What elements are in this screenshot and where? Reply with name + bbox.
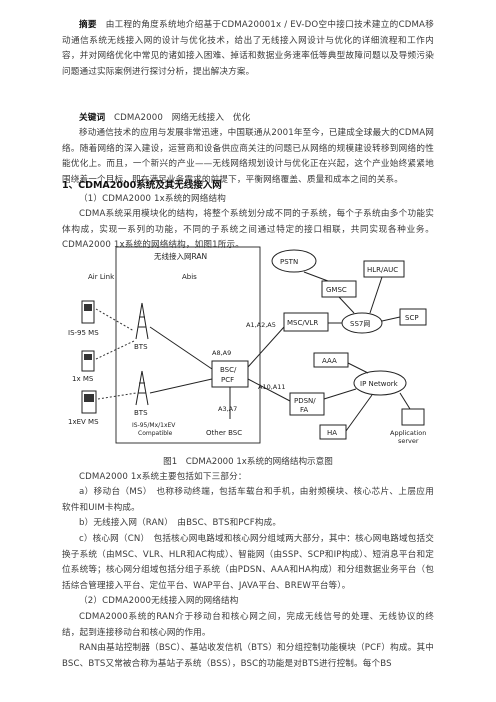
- bts-tower-icon: [135, 370, 149, 406]
- bts-tower-icon: [135, 302, 149, 340]
- aaa-box: [313, 352, 349, 368]
- stp-label: SS7网: [350, 320, 370, 328]
- abstract-label: 摘要: [79, 20, 97, 30]
- msc-box: [283, 312, 329, 332]
- pstn-label: PSTN: [280, 258, 298, 266]
- a3a7-label: A3,A7: [218, 405, 237, 413]
- phone-icon-1x: [81, 350, 95, 372]
- ms-is95-label: IS-95 MS: [68, 329, 99, 337]
- a8a9-label: A8,A9: [212, 349, 231, 357]
- bsc-label: BSC/: [220, 366, 237, 374]
- laptop-icon-1xev: [81, 390, 97, 414]
- ip-network-cloud: [353, 370, 407, 396]
- compat-label: IS-95/Mx/1xEV: [132, 422, 176, 429]
- bts-label-1: BTS: [134, 343, 148, 351]
- architecture-paragraph: CDMA系统采用模块化的结构，将整个系统划分成不同的子系统，每个子系统由多个功能…: [62, 209, 434, 250]
- link: [345, 394, 373, 432]
- keywords-paragraph: 关键词 CDMA2000 网络无线接入 优化: [62, 111, 434, 127]
- radio-link: [97, 392, 137, 400]
- a10a11-label: A10,A11: [258, 383, 286, 391]
- link: [381, 316, 401, 322]
- ms-1xev-label: 1xEV MS: [68, 418, 99, 426]
- ha-label: HA: [327, 429, 337, 437]
- link: [347, 362, 369, 374]
- scp-label: SCP: [405, 314, 419, 322]
- keywords-text: CDMA2000 网络无线接入 优化: [113, 113, 251, 123]
- ipnet-label: IP Network: [360, 380, 399, 388]
- section-1-heading: 1、CDMA2000系统及其无线接入网: [62, 180, 222, 191]
- abis-link: [149, 378, 213, 394]
- components-intro: CDMA2000 1x系统主要包括如下三部分：: [79, 472, 247, 482]
- subsection-2-heading: （2）CDMA2000无线接入网的网络结构: [79, 596, 239, 606]
- radio-link: [95, 308, 135, 332]
- bts-label-2: BTS: [134, 409, 148, 417]
- component-c: c）核心网（CN） 包括核心网电路域和核心网分组域两大部分，其中：核心网电路域包…: [62, 534, 434, 591]
- link: [338, 296, 355, 314]
- link: [323, 388, 357, 400]
- aaa-label: AAA: [322, 357, 337, 365]
- abstract-text: 由工程的角度系统地介绍基于CDMA20001x / EV-DO空中接口技术建立的…: [62, 20, 434, 77]
- abis-link: [149, 326, 213, 370]
- gmsc-label: GMSC: [326, 286, 347, 294]
- hlr-label: HLR/AUC: [367, 266, 398, 274]
- pdsn-box: [289, 392, 325, 416]
- ran-paragraph: CDMA2000系统的RAN介于移动台和核心网之间，完成无线信号的处理、无线协议…: [62, 612, 434, 638]
- a10-link: [247, 378, 291, 402]
- fa-label: FA: [300, 406, 308, 414]
- link: [399, 392, 411, 410]
- phone-screen-icon: [84, 354, 92, 360]
- hlr-box: [363, 260, 405, 278]
- phone-icon-is95: [81, 300, 95, 324]
- component-b: b）无线接入网（RAN） 由BSC、BTS和PCF构成。: [79, 518, 282, 528]
- link: [303, 271, 329, 282]
- compat-label-2: Compatible: [138, 430, 173, 437]
- keywords-label: 关键词: [79, 113, 106, 123]
- a1a2a5-label: A1,A2,A5: [246, 321, 276, 329]
- intro-paragraph: 移动通信技术的应用与发展非常迅速，中国联通从2001年至今，已建成全球最大的CD…: [62, 128, 435, 185]
- server-icon: [401, 408, 425, 426]
- a1-link: [247, 326, 285, 368]
- link: [369, 276, 383, 314]
- ha-box: [319, 424, 347, 440]
- ms-1x-label: 1x MS: [72, 375, 94, 383]
- abstract-paragraph: 摘要 由工程的角度系统地介绍基于CDMA20001x / EV-DO空中接口技术…: [62, 18, 434, 80]
- screen-icon: [84, 394, 94, 402]
- phone-screen-icon: [84, 304, 92, 311]
- other-bsc-label: Other BSC: [206, 429, 242, 437]
- ran-composition-paragraph: RAN由基站控制器（BSC）、基站收发信机（BTS）和分组控制功能模块（PCF）…: [62, 643, 434, 669]
- figure-caption: 图1 CDMA2000 1x系统的网络结构示意图: [163, 457, 333, 467]
- ran-title: 无线接入网RAN: [154, 251, 207, 261]
- appserver-label: Application: [390, 429, 426, 437]
- pdsn-label: PDSN/: [294, 397, 316, 405]
- pcf-label: PCF: [221, 376, 234, 384]
- radio-link: [95, 340, 135, 360]
- appserver-label-2: server: [398, 437, 419, 445]
- airlink-label: Air Link: [88, 273, 115, 281]
- pstn-cloud: [271, 249, 317, 273]
- ran-boundary: [115, 246, 261, 444]
- network-diagram: 无线接入网RAN Air Link Abis IS-95 MS 1x MS 1x…: [68, 246, 427, 445]
- abis-label: Abis: [182, 273, 197, 281]
- subsection-1-heading: （1）CDMA2000 1x系统的网络结构: [79, 194, 227, 204]
- component-a: a）移动台（MS） 也称移动终端，包括车载台和手机，由射频模块、核心芯片、上层应…: [62, 487, 434, 513]
- msc-label: MSC/VLR: [287, 319, 318, 327]
- network-architecture-figure: 无线接入网RAN Air Link Abis IS-95 MS 1x MS 1x…: [64, 243, 436, 453]
